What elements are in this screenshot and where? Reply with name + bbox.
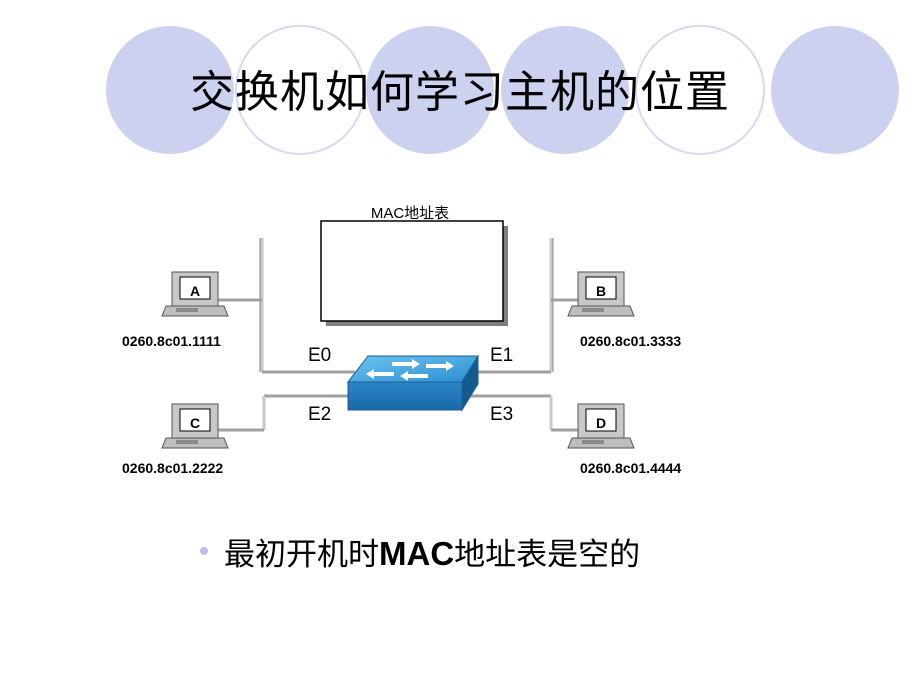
deco-circle-4 xyxy=(501,26,629,154)
network-diagram: MAC地址表 xyxy=(122,205,681,476)
host-a-name: A xyxy=(190,283,200,299)
decorative-circles xyxy=(106,25,899,155)
port-label-e2: E2 xyxy=(308,404,331,425)
host-a-mac: 0260.8c01.1111 xyxy=(122,333,221,349)
deco-circle-1 xyxy=(106,26,234,154)
host-d-name: D xyxy=(596,415,606,431)
host-c-mac: 0260.8c01.2222 xyxy=(122,460,223,476)
port-label-e0: E0 xyxy=(308,345,331,366)
bullet-item: 最初开机时MAC地址表是空的 xyxy=(200,528,640,574)
mac-table-label: MAC地址表 xyxy=(371,205,449,222)
bullet-text-pre: 最初开机时 xyxy=(224,536,379,573)
slide-title: 交换机如何学习主机的位置 xyxy=(190,67,730,118)
port-label-e3: E3 xyxy=(490,404,513,425)
switch-icon xyxy=(346,354,479,412)
host-a-icon xyxy=(161,271,229,317)
host-c-name: C xyxy=(190,415,200,431)
deco-circle-3 xyxy=(366,26,494,154)
host-d-mac: 0260.8c01.4444 xyxy=(580,460,681,476)
bullet-text-post: 地址表是空的 xyxy=(454,536,641,573)
host-c-icon xyxy=(161,403,229,449)
host-b-mac: 0260.8c01.3333 xyxy=(580,333,681,349)
cables xyxy=(218,238,585,432)
bullet-dot-icon xyxy=(200,547,208,555)
deco-circle-6 xyxy=(771,26,899,154)
bullet-text-bold: MAC xyxy=(379,534,455,572)
port-label-e1: E1 xyxy=(490,345,513,366)
host-b-icon xyxy=(567,271,635,317)
deco-circle-2 xyxy=(235,25,365,155)
host-d-icon xyxy=(567,403,635,449)
bullet-text: 最初开机时MAC地址表是空的 xyxy=(224,529,640,574)
host-b-name: B xyxy=(596,283,606,299)
deco-circle-5 xyxy=(635,25,765,155)
mac-table xyxy=(320,220,504,322)
